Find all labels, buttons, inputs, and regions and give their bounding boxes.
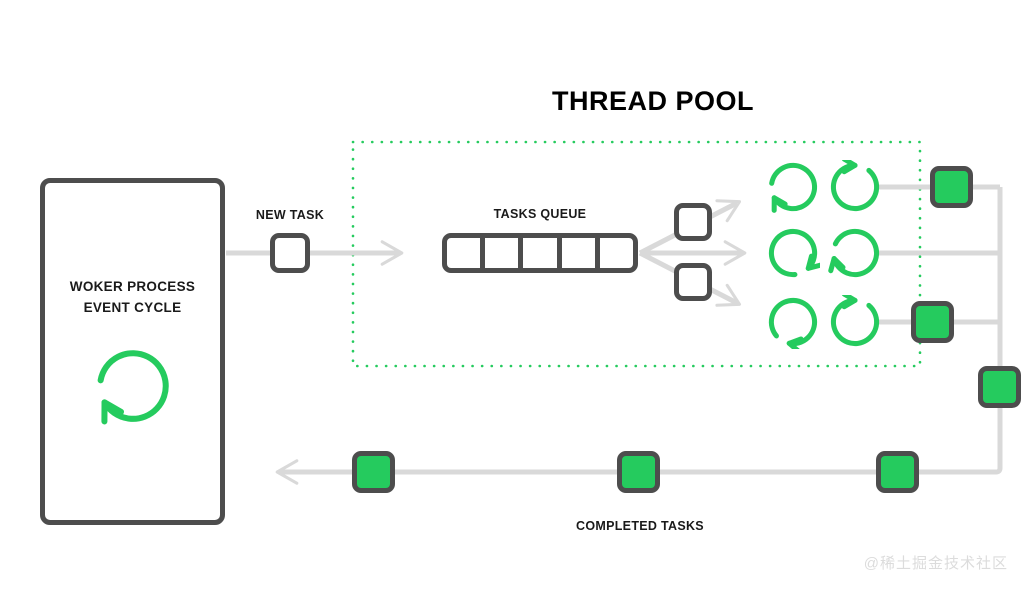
- completed-task-square: [911, 301, 954, 343]
- queue-cell: [447, 238, 480, 268]
- queue-cell: [518, 238, 556, 268]
- completed-tasks-label: COMPLETED TASKS: [576, 519, 704, 533]
- thread-cycle-icon: [768, 297, 818, 349]
- new-task-label: NEW TASK: [255, 208, 325, 222]
- tasks-queue: [442, 233, 638, 273]
- watermark: @稀土掘金技术社区: [863, 555, 1008, 572]
- thread-cycle-icon: [768, 228, 820, 278]
- worker-label-line1: WOKER PROCESS: [69, 279, 196, 294]
- worker-label-line2: EVENT CYCLE: [83, 299, 182, 315]
- completed-tasks-arrow: [275, 187, 1003, 485]
- queue-cell: [556, 238, 595, 268]
- completed-task-square: [978, 366, 1021, 408]
- completed-task-square: [352, 451, 395, 493]
- queue-cell: [480, 238, 518, 268]
- new-task-square: [270, 233, 310, 273]
- completed-task-square: [876, 451, 919, 493]
- thread-cycle-icon: [769, 162, 818, 213]
- thread-cycle-icon: [830, 160, 880, 212]
- thread-cycle-icon: [828, 228, 879, 278]
- event-cycle-icon: [97, 350, 169, 425]
- completed-task-square: [930, 166, 973, 208]
- tasks-queue-label: TASKS QUEUE: [493, 207, 587, 221]
- worker-process-box: WOKER PROCESS EVENT CYCLE: [40, 178, 225, 525]
- worker-process-label: WOKER PROCESS EVENT CYCLE: [70, 277, 195, 319]
- dispatched-task-square-bottom: [674, 263, 712, 301]
- dispatched-task-square-top: [674, 203, 712, 241]
- queue-cell: [594, 238, 633, 268]
- completed-task-square: [617, 451, 660, 493]
- page-title: THREAD POOL: [551, 86, 754, 116]
- thread-cycle-icon: [830, 295, 880, 347]
